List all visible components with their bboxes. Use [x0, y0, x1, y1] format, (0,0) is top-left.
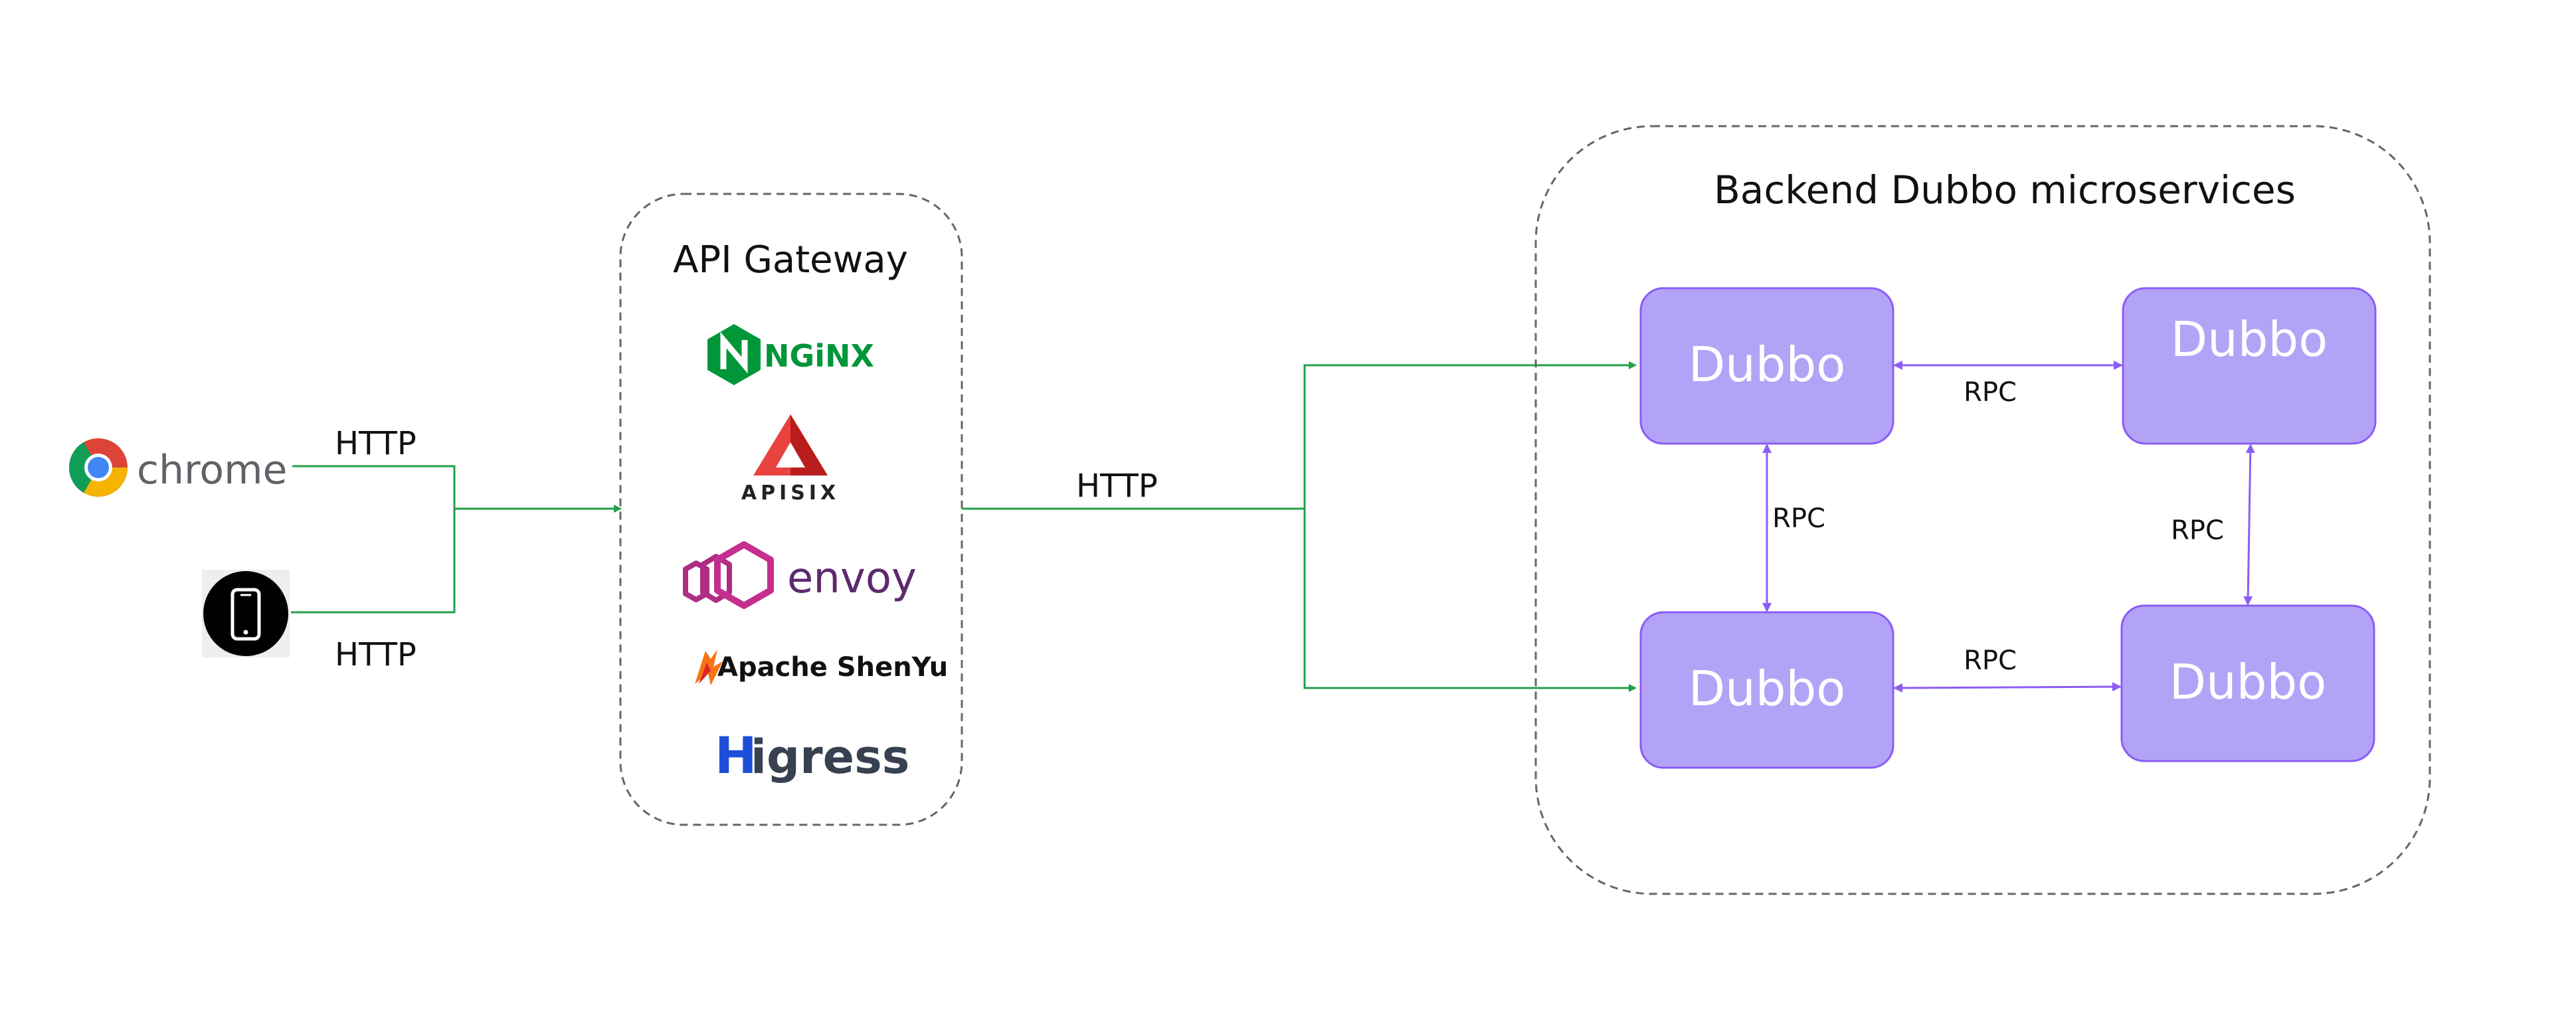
api-gateway-box: API Gateway NGiNX APISIX [619, 193, 963, 826]
nginx-logo-icon [707, 324, 761, 385]
phone-http-line [291, 509, 456, 614]
http-label-top: HTTP [335, 425, 416, 462]
rpc-connectors [1762, 361, 2255, 693]
dubbo-label: Dubbo [2169, 654, 2327, 710]
dubbo-node-bottom-left: Dubbo [1639, 611, 1894, 769]
apisix-logo-icon [753, 414, 828, 475]
http-label-bottom: HTTP [335, 636, 416, 673]
dubbo-node-top-left: Dubbo [1639, 287, 1894, 445]
nginx-wordmark: NGiNX [764, 338, 874, 374]
backend-box: Backend Dubbo microservices Dubbo Dubbo … [1534, 125, 2431, 895]
http-branch-bottom [1303, 509, 1637, 692]
backend-border [1534, 125, 2431, 895]
shenyu-wordmark: Apache ShenYu [717, 652, 948, 683]
rpc-label-left: RPC [1772, 503, 1825, 534]
api-gateway-border [619, 193, 963, 826]
mobile-phone-icon [203, 571, 288, 656]
higress-logo-icon: H [715, 726, 757, 785]
chrome-http-line [292, 465, 456, 509]
higress-mark-h: H [715, 726, 757, 785]
gateway-http-label: HTTP [1076, 468, 1158, 505]
gateway-backend-connectors [962, 361, 1637, 692]
rpc-label-bottom: RPC [1964, 645, 2017, 676]
dubbo-label: Dubbo [1689, 661, 1846, 717]
rpc-label-top: RPC [1964, 377, 2017, 408]
envoy-wordmark: envoy [787, 554, 917, 603]
dubbo-label: Dubbo [1689, 337, 1846, 392]
dubbo-node-bottom-right: Dubbo [2120, 604, 2375, 762]
client-http-connectors [291, 465, 622, 614]
chrome-logo-icon [69, 438, 128, 497]
shenyu-logo: Apache ShenYu [695, 649, 948, 685]
apisix-logo: APISIX [741, 414, 840, 505]
higress-wordmark: igress [751, 730, 909, 784]
rpc-line-bottom [1893, 682, 2122, 693]
higress-logo: H igress [715, 726, 909, 785]
rpc-label-right: RPC [2171, 515, 2224, 546]
http-branch-top [1303, 361, 1637, 509]
envoy-logo: envoy [683, 541, 917, 609]
chrome-label: chrome [137, 447, 287, 493]
dubbo-node-top-right: Dubbo [2122, 287, 2377, 445]
chrome-client: chrome [69, 438, 287, 497]
dubbo-label: Dubbo [2171, 311, 2328, 367]
nginx-logo: NGiNX [707, 324, 874, 385]
backend-title: Backend Dubbo microservices [1714, 167, 2296, 213]
mobile-client [202, 570, 290, 657]
envoy-logo-icon [683, 541, 774, 609]
shenyu-logo-icon [695, 649, 723, 685]
apisix-wordmark: APISIX [741, 481, 840, 505]
rpc-line-right [2243, 444, 2255, 606]
api-gateway-title: API Gateway [673, 238, 908, 282]
